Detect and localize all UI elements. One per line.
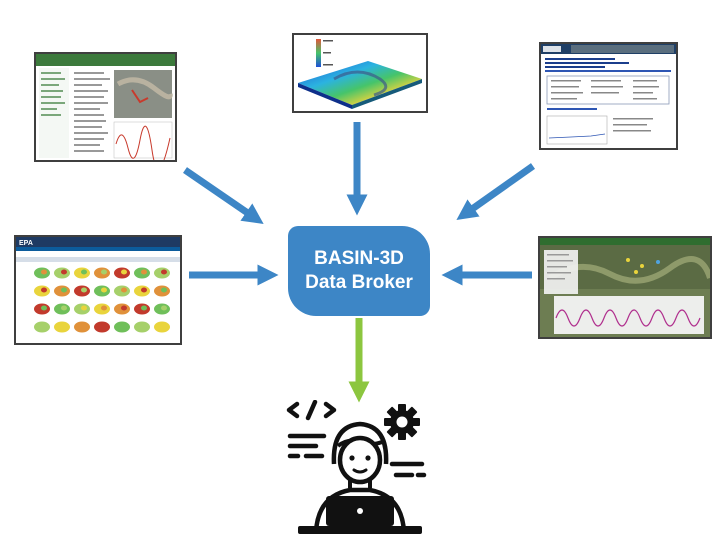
gear-icon [384, 404, 420, 440]
epa-map-tile-detail [101, 305, 107, 311]
epa-map-tile-detail [81, 269, 87, 275]
epa-map-tile-detail [141, 323, 147, 329]
epa-map-tile-detail [81, 323, 87, 329]
epa-map-tile-detail [41, 287, 47, 293]
epa-map-tile-detail [161, 305, 167, 311]
epa-map-tile-detail [101, 323, 107, 329]
source-right-map-timeseries [538, 236, 712, 339]
epa-map-tile-detail [81, 287, 87, 293]
epa-map-tile-detail [121, 305, 127, 311]
epa-map-tile-detail [121, 287, 127, 293]
epa-map-tile-detail [61, 269, 67, 275]
epa-map-tile-detail [141, 287, 147, 293]
epa-map-tile-detail [161, 269, 167, 275]
code-icon [286, 400, 337, 421]
source-top-3d-model [292, 33, 428, 113]
epa-map-tile-detail [141, 269, 147, 275]
epa-map-tile-detail [41, 323, 47, 329]
epa-maps-screenshot: EPA [16, 237, 180, 333]
web-app-screenshot [36, 54, 175, 160]
epa-map-tile-detail [121, 269, 127, 275]
epa-map-tile-detail [141, 305, 147, 311]
3d-terrain-model [294, 35, 426, 111]
epa-map-tile-detail [161, 323, 167, 329]
epa-map-tile-detail [101, 287, 107, 293]
source-left-epa-maps: EPA [14, 235, 182, 345]
usgs-report-screenshot [541, 44, 676, 145]
source-topright-usgs-report [539, 42, 678, 150]
epa-map-tile-detail [61, 287, 67, 293]
epa-map-tile-detail [81, 305, 87, 311]
epa-map-tile-detail [61, 305, 67, 311]
broker-title: BASIN-3D [314, 248, 404, 269]
epa-map-tile-detail [161, 287, 167, 293]
epa-map-tile-detail [61, 323, 67, 329]
epa-map-tile-detail [41, 269, 47, 275]
developer-at-laptop-icon [286, 400, 427, 534]
arrow-topright-to-broker [456, 163, 536, 221]
basin3d-data-broker-box: BASIN-3D Data Broker [288, 226, 430, 316]
map-timeseries-screenshot [540, 238, 710, 337]
epa-map-tile-detail [121, 323, 127, 329]
broker-subtitle: Data Broker [305, 272, 413, 293]
arrow-topleft-to-broker [183, 167, 264, 224]
epa-logo: EPA [19, 240, 33, 247]
epa-map-tile-detail [41, 305, 47, 311]
epa-map-tile-detail [101, 269, 107, 275]
source-topleft-web-app [34, 52, 177, 162]
